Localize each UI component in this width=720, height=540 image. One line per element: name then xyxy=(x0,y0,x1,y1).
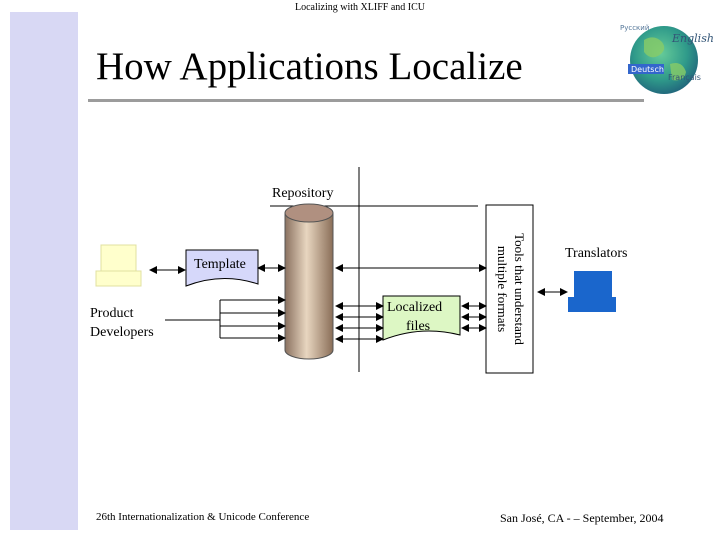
localized-files-label-line2: files xyxy=(406,319,431,334)
slide-sidebar xyxy=(10,12,78,530)
footer-conference: 26th Internationalization & Unicode Conf… xyxy=(96,511,310,523)
localized-files-document xyxy=(382,295,461,341)
localized-tools-arrows xyxy=(461,302,487,332)
globe-logo-icon: Русский English Deutsch Français xyxy=(620,24,714,94)
tools-label: Tools that understand multiple formats xyxy=(488,209,528,369)
svg-text:Français: Français xyxy=(668,73,701,82)
tools-label-line1: Tools that understand xyxy=(512,233,527,345)
translator-monitor-icon xyxy=(568,271,616,312)
svg-text:English: English xyxy=(671,32,714,45)
title-divider xyxy=(88,99,644,102)
localized-files-label-line1: Localized xyxy=(387,300,443,315)
tools-box xyxy=(485,204,534,374)
developer-repository-arrows xyxy=(165,296,286,342)
translators-label: Translators xyxy=(565,246,628,261)
template-document xyxy=(185,249,259,287)
svg-text:Русский: Русский xyxy=(620,24,649,32)
repository-localized-arrows xyxy=(335,302,384,343)
svg-text:Deutsch: Deutsch xyxy=(631,65,664,74)
developer-monitor-icon xyxy=(95,244,142,287)
tools-label-line2: multiple formats xyxy=(495,245,510,333)
footer-location-date: San José, CA - – September, 2004 xyxy=(500,511,664,525)
repository-database-icon xyxy=(284,203,334,360)
repository-label: Repository xyxy=(272,186,334,201)
product-developers-label-line1: Product xyxy=(90,306,134,321)
slide-title: How Applications Localize xyxy=(96,45,523,88)
product-developers-label-line2: Developers xyxy=(90,325,154,340)
slide-header: Localizing with XLIFF and ICU xyxy=(295,2,425,13)
template-label: Template xyxy=(194,257,246,272)
